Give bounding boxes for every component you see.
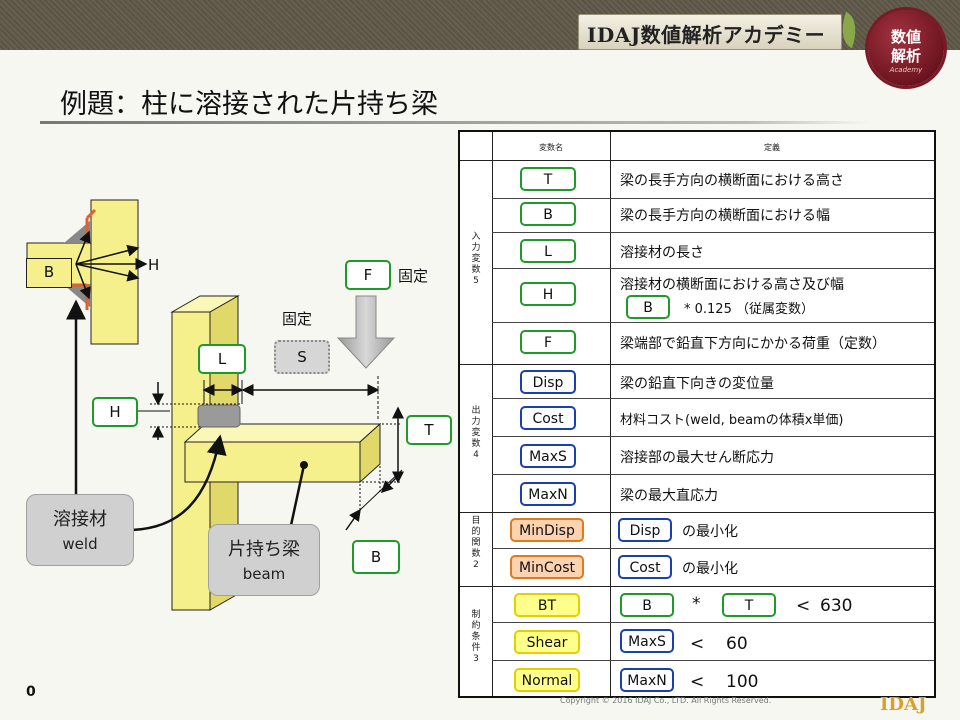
brand-title: IDAJ数値解析アカデミー: [587, 23, 826, 47]
header-definition: 定義: [764, 143, 780, 152]
seal-text-2: 解析: [890, 47, 921, 65]
table-divider: [492, 132, 493, 696]
var-H-sub-B: B: [626, 295, 670, 319]
academy-seal-logo: 数値 解析 Academy: [868, 10, 944, 86]
fixed-label-s: 固定: [282, 310, 313, 328]
obj-MinCost: MinCost: [510, 555, 584, 579]
var-H: H: [520, 282, 576, 306]
section-label-B: B: [26, 258, 72, 288]
footer-logo: IDAJ: [880, 694, 927, 715]
fixed-label: 固定: [398, 267, 429, 285]
def-H: 溶接材の横断面における高さ及び幅: [620, 277, 844, 293]
seal-text-1: 数値: [890, 28, 921, 46]
seal-text-3: Academy: [889, 66, 923, 74]
beam-callout: 片持ち梁 beam: [208, 524, 320, 596]
def-L: 溶接材の長さ: [620, 245, 704, 261]
header-variable-name: 変数名: [539, 143, 563, 152]
load-arrow: [336, 295, 396, 369]
variable-tag-B: B: [352, 540, 400, 574]
beam: [183, 422, 382, 484]
diagram-drawing: [26, 199, 404, 611]
weld-callout: 溶接材 weld: [26, 494, 134, 566]
con-Shear-var: MaxS: [620, 629, 674, 653]
variable-tag-L: L: [198, 344, 246, 374]
con-BT-rel: <: [796, 596, 811, 616]
group-input: 入力変数5: [460, 232, 492, 287]
group-constraint: 制約条件3: [460, 610, 492, 665]
var-Disp: Disp: [520, 370, 576, 394]
con-Shear-value: 60: [726, 634, 748, 654]
def-B: 梁の長手方向の横断面における幅: [620, 208, 830, 224]
variable-tag-H: H: [92, 397, 138, 427]
obj-text-cost: の最小化: [682, 561, 738, 577]
def-T: 梁の長手方向の横断面における高さ: [620, 173, 844, 189]
variable-table: 変数名 定義 入力変数5 出力変数4 目的関数2 制約条件3 T 梁の長手方向の…: [458, 130, 936, 698]
header-bar: IDAJ数値解析アカデミー: [0, 0, 960, 50]
var-MaxN: MaxN: [520, 482, 576, 506]
beam-callout-jp: 片持ち梁: [228, 539, 300, 560]
con-BT-op: *: [692, 594, 701, 614]
obj-MinDisp: MinDisp: [510, 518, 584, 542]
def-Cost: 材料コスト(weld, beamの体積x単価): [620, 413, 844, 428]
var-Cost: Cost: [520, 406, 576, 430]
obj-var-Cost: Cost: [618, 555, 672, 579]
weld-block: [197, 404, 241, 428]
page-title: 例題：柱に溶接された片持ち梁: [60, 89, 438, 120]
weld-callout-en: weld: [62, 535, 98, 553]
title-divider: [40, 121, 870, 124]
con-Shear: Shear: [514, 630, 580, 654]
con-Normal-var: MaxN: [620, 668, 674, 692]
beam-callout-en: beam: [242, 565, 286, 583]
var-MaxS: MaxS: [520, 444, 576, 468]
var-T: T: [520, 167, 576, 191]
def-H-sub: * 0.125 （従属変数）: [684, 302, 814, 317]
con-Normal-value: 100: [726, 672, 759, 692]
con-BT-var1: B: [620, 593, 674, 617]
variable-tag-S: S: [274, 340, 330, 374]
copyright-text: Copyright © 2016 IDAJ Co., LTD. All Righ…: [560, 696, 772, 705]
group-input-label: 入力変数5: [471, 232, 481, 286]
var-L: L: [520, 239, 576, 263]
group-objective: 目的関数2: [460, 516, 492, 571]
def-MaxS: 溶接部の最大せん断応力: [620, 450, 774, 466]
weld-callout-jp: 溶接材: [53, 509, 107, 530]
var-F: F: [520, 330, 576, 354]
group-constraint-label: 制約条件3: [471, 610, 481, 664]
beam-diagram: H B F 固定 固定 S L H T B 溶接材 weld 片持ち梁 beam: [0, 130, 456, 720]
brand-plate: IDAJ数値解析アカデミー: [578, 14, 842, 50]
table-divider: [610, 132, 611, 696]
group-output-label: 出力変数4: [471, 406, 481, 460]
con-Normal-rel: <: [690, 672, 705, 692]
con-BT-value: 630: [820, 596, 853, 616]
con-BT-var2: T: [722, 593, 776, 617]
section-label-H: H: [148, 256, 160, 274]
obj-var-Disp: Disp: [618, 518, 672, 542]
con-Shear-rel: <: [690, 634, 705, 654]
variable-tag-F: F: [345, 260, 391, 290]
var-B: B: [520, 202, 576, 226]
con-Normal: Normal: [514, 668, 580, 692]
def-Disp: 梁の鉛直下向きの変位量: [620, 376, 774, 392]
def-MaxN: 梁の最大直応力: [620, 488, 718, 504]
con-BT: BT: [514, 593, 580, 617]
def-F: 梁端部で鉛直下方向にかかる荷重（定数）: [620, 336, 886, 352]
variable-tag-T: T: [406, 415, 452, 445]
group-output: 出力変数4: [460, 406, 492, 461]
obj-text-disp: の最小化: [682, 524, 738, 540]
group-objective-label: 目的関数2: [471, 516, 481, 570]
page-number: 0: [26, 684, 36, 700]
